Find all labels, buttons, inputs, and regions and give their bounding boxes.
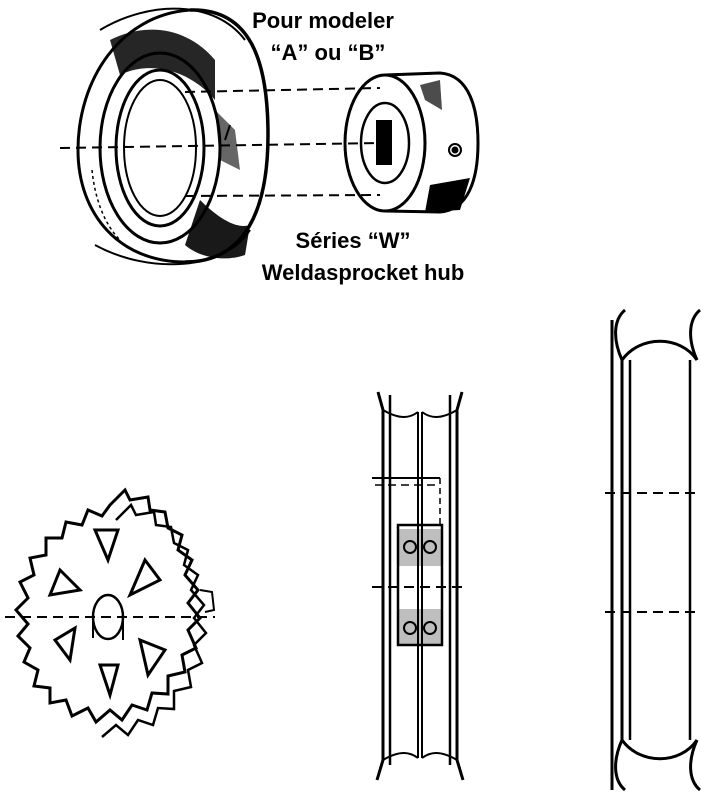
sprocket-drawing: [5, 487, 216, 738]
caption-series-w: Séries “W”: [295, 228, 411, 253]
projection-lines: [59, 87, 381, 197]
caption-a-ou-b: “A” ou “B”: [270, 40, 386, 65]
bearing-pulley-drawing: [372, 391, 468, 781]
caption-weldasprocket-hub: Weldasprocket hub: [261, 260, 465, 285]
pattern-pulley-drawing: [76, 7, 270, 266]
weldasprocket-hub-drawing: [343, 71, 480, 214]
caption-pour-modeler: Pour modeler: [252, 8, 394, 33]
grooved-sheave-drawing: [605, 308, 701, 792]
